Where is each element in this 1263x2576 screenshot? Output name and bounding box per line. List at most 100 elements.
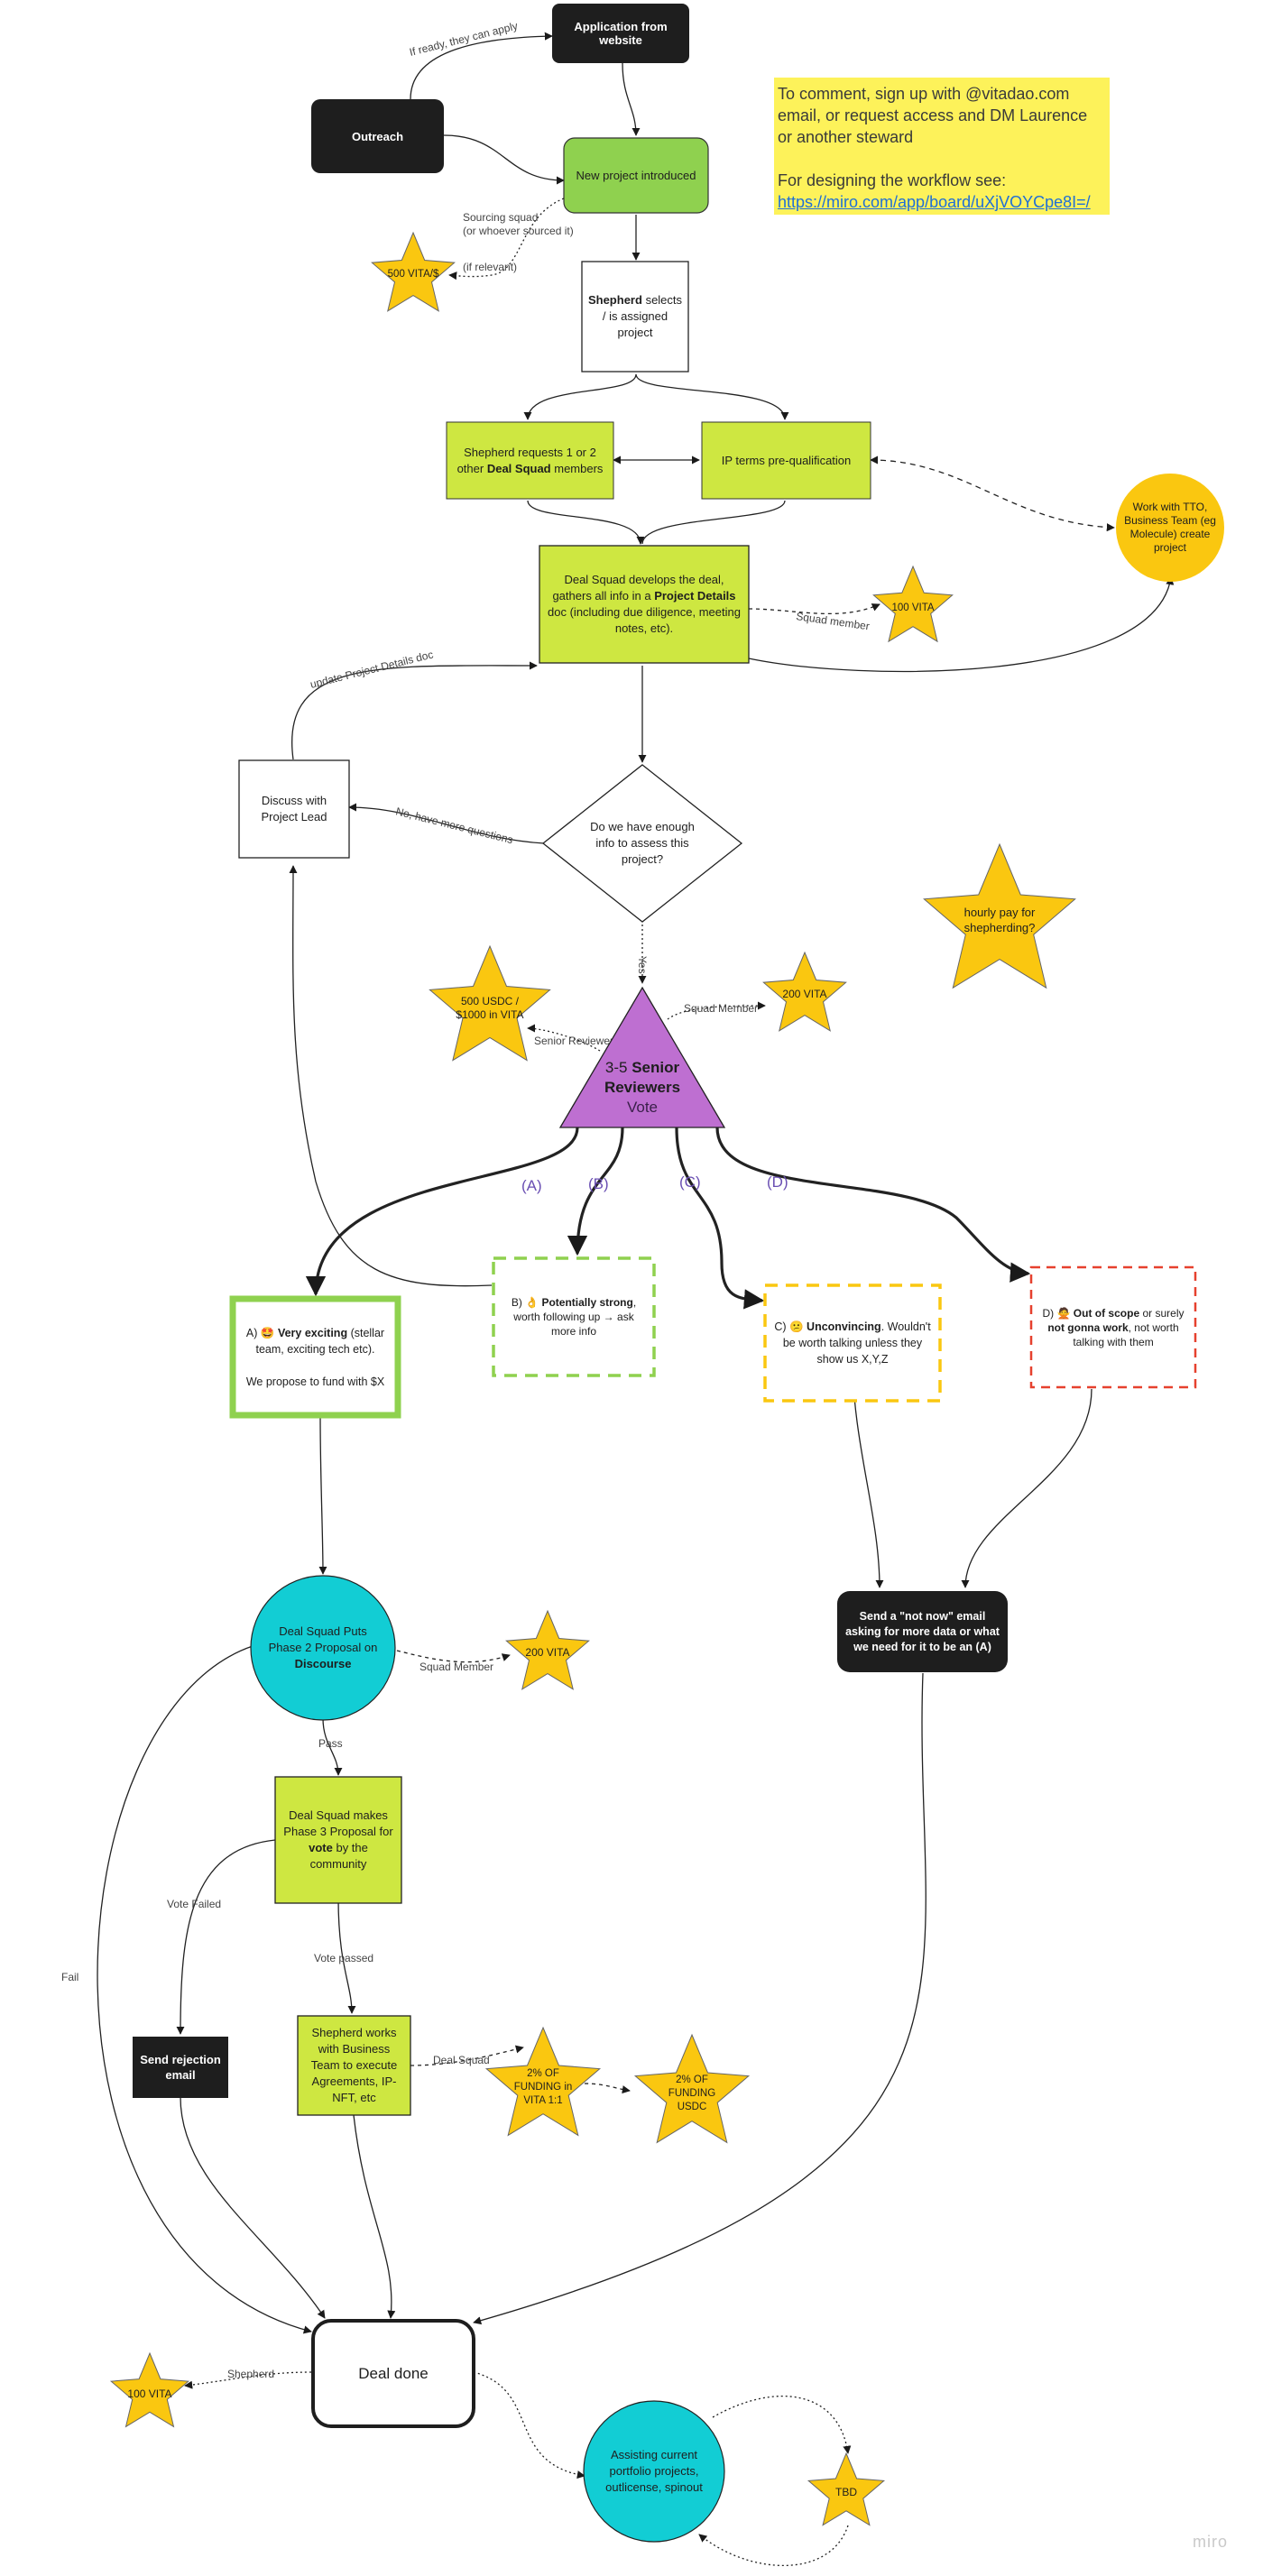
star-100-vita-bottom[interactable]: 100 VITA xyxy=(109,2351,190,2428)
node-enough-info[interactable]: Do we have enough info to assess this pr… xyxy=(541,764,743,923)
edge-assisting-tbd xyxy=(712,2395,852,2454)
star-hourly-pay[interactable]: hourly pay for shepherding? xyxy=(923,842,1076,989)
node-shepherd-works[interactable]: Shepherd works with Business Team to exe… xyxy=(297,2015,411,2116)
label-squad-member-1: Squad member xyxy=(796,610,871,632)
edge-b-discuss xyxy=(289,865,493,1287)
node-requests-pre: Shepherd requests 1 or 2 other xyxy=(456,445,596,475)
node-requests-post: members xyxy=(554,461,604,475)
edge-phase2-dealdone xyxy=(97,1645,312,2334)
option-d-bold1: Out of scope xyxy=(1073,1306,1140,1320)
star-100-vita-top[interactable]: 100 VITA xyxy=(872,565,954,643)
option-d-post: , not worth talking with them xyxy=(1073,1320,1179,1348)
node-deal-done[interactable]: Deal done xyxy=(311,2319,475,2428)
node-option-d[interactable]: D) 🙅 Out of scope or surely not gonna wo… xyxy=(1029,1265,1197,1389)
info-sticky-note: To comment, sign up with @vitadao.com em… xyxy=(774,78,1110,215)
node-phase3[interactable]: Deal Squad makes Phase 3 Proposal for vo… xyxy=(274,1776,402,1904)
node-rejection-label: Send rejection email xyxy=(140,2053,221,2082)
node-shepherd-requests[interactable]: Shepherd requests 1 or 2 other Deal Squa… xyxy=(446,421,614,500)
label-no-more-questions: No, have more questions xyxy=(394,805,514,846)
star-hourly-pay-label: hourly pay for shepherding? xyxy=(963,906,1036,934)
node-ip-terms-label: IP terms pre-qualification xyxy=(721,454,852,467)
option-b-pre: B) 👌 xyxy=(511,1296,539,1309)
node-discuss[interactable]: Discuss with Project Lead xyxy=(238,759,350,859)
edge-d-notnow xyxy=(961,1388,1092,1588)
star-500-vita[interactable]: 500 VITA/$ xyxy=(371,231,456,312)
option-d-pre: D) 🙅 xyxy=(1042,1306,1071,1320)
option-d-mid: or surely xyxy=(1142,1306,1185,1320)
star-tbd-label: TBD xyxy=(835,2486,857,2498)
option-a-pre: A) 🤩 xyxy=(245,1326,275,1339)
node-option-a[interactable]: A) 🤩 Very exciting (stellar team, exciti… xyxy=(229,1295,401,1419)
edge-dealdone-star100 xyxy=(184,2371,312,2389)
edge-discuss-develops xyxy=(291,661,538,760)
node-deal-squad-develops[interactable]: Deal Squad develops the deal, gathers al… xyxy=(539,545,750,664)
node-phase2[interactable]: Deal Squad Puts Phase 2 Proposal on Disc… xyxy=(250,1575,396,1721)
node-develops-post: doc (including due diligence, meeting no… xyxy=(548,605,741,635)
edge-outreach-newproject xyxy=(443,134,565,185)
edge-labels: If ready, they can apply Sourcing squad … xyxy=(61,20,871,2380)
edge-option-a xyxy=(305,1127,579,1297)
star-2pct-vita-label: 2% OF FUNDING in VITA 1:1 xyxy=(513,2067,573,2106)
node-shepherd-selects-bold: Shepherd xyxy=(587,293,642,307)
node-enough-info-label: Do we have enough info to assess this pr… xyxy=(590,820,695,866)
edge-shepherd-requests xyxy=(523,373,637,420)
node-shepherd-selects[interactable]: Shepherd selects / is assigned project xyxy=(581,261,689,373)
node-deal-done-label: Deal done xyxy=(358,2364,429,2382)
star-200-vita-a[interactable]: 200 VITA xyxy=(762,951,847,1032)
edge-works-dealdone xyxy=(353,2114,396,2319)
node-shepherd-works-label: Shepherd works with Business Team to exe… xyxy=(310,2026,398,2104)
label-yes: Yes xyxy=(636,956,649,974)
option-a-post: (stellar team, exciting tech etc). xyxy=(255,1326,385,1356)
node-option-c[interactable]: C) 😕 Unconvincing. Wouldn't be worth tal… xyxy=(763,1283,942,1403)
option-c-post: . Wouldn't be worth talking unless they … xyxy=(782,1320,931,1366)
star-2pct-vita[interactable]: 2% OF FUNDING in VITA 1:1 xyxy=(484,2026,602,2137)
miro-watermark: miro xyxy=(1193,2533,1228,2551)
node-ip-terms[interactable]: IP terms pre-qualification xyxy=(701,421,871,500)
edge-option-d xyxy=(715,1127,1031,1283)
edge-rejection-dealdone xyxy=(180,2096,326,2319)
miro-board-link[interactable]: https://miro.com/app/board/uXjVOYCpe8I=/ xyxy=(778,193,1091,211)
star-200-vita-b[interactable]: 200 VITA xyxy=(505,1609,590,1690)
option-b-post: , worth following up → ask more info xyxy=(513,1296,637,1338)
option-a-bold: Very exciting xyxy=(277,1326,348,1339)
node-senior-bold: Senior Reviewers xyxy=(604,1059,681,1096)
node-rejection[interactable]: Send rejection email xyxy=(133,2037,228,2098)
node-tto[interactable]: Work with TTO, Business Team (eg Molecul… xyxy=(1116,474,1224,582)
option-a-line2: We propose to fund with $X xyxy=(245,1375,385,1388)
node-assisting[interactable]: Assisting current portfolio projects, ou… xyxy=(583,2400,725,2543)
option-b-bold: Potentially strong xyxy=(541,1296,633,1309)
star-200-vita-a-label: 200 VITA xyxy=(782,988,827,1000)
star-tbd[interactable]: TBD xyxy=(807,2452,886,2526)
edge-option-b xyxy=(567,1127,624,1256)
label-vote-failed: Vote Failed xyxy=(167,1898,221,1910)
connectors xyxy=(97,32,1175,2566)
edge-application-newproject xyxy=(622,62,641,136)
node-assisting-label: Assisting current portfolio projects, ou… xyxy=(605,2448,703,2494)
edge-tbd-assisting xyxy=(698,2525,849,2566)
node-phase3-post: by the community xyxy=(309,1841,368,1871)
label-sourcing-squad: Sourcing squad xyxy=(463,211,538,224)
edge-notnow-dealdone xyxy=(473,1672,927,2325)
edge-sourcing-star xyxy=(448,198,565,281)
node-option-b[interactable]: B) 👌 Potentially strong, worth following… xyxy=(492,1256,656,1377)
edge-develops-star100 xyxy=(748,603,880,615)
label-senior-reviewer: Senior Reviewer xyxy=(534,1035,613,1047)
node-phase2-bold: Discourse xyxy=(294,1657,352,1670)
edge-a-phase2 xyxy=(318,1415,327,1575)
star-200-vita-b-label: 200 VITA xyxy=(525,1646,570,1659)
node-new-project[interactable]: New project introduced xyxy=(563,137,709,214)
node-senior-post: Vote xyxy=(626,1099,659,1116)
star-2pct-usdc[interactable]: 2% OF FUNDING USDC xyxy=(633,2033,751,2144)
node-develops-pre: Deal Squad develops the deal, gathers al… xyxy=(552,573,724,603)
node-application[interactable]: Application from website xyxy=(552,4,689,63)
label-sourcing-squad-2: (or whoever sourced it) xyxy=(463,225,574,237)
node-not-now-email[interactable]: Send a "not now" email asking for more d… xyxy=(837,1591,1008,1672)
edge-develops-tto xyxy=(748,576,1175,673)
edge-phase3-shepherdworks xyxy=(337,1898,356,2014)
note-line2-prefix: For designing the workflow see: xyxy=(778,171,1007,189)
node-outreach[interactable]: Outreach xyxy=(311,99,444,173)
label-squad-member-3: Squad Member xyxy=(419,1661,493,1673)
star-500-usdc[interactable]: 500 USDC / $1000 in VITA xyxy=(429,944,551,1062)
